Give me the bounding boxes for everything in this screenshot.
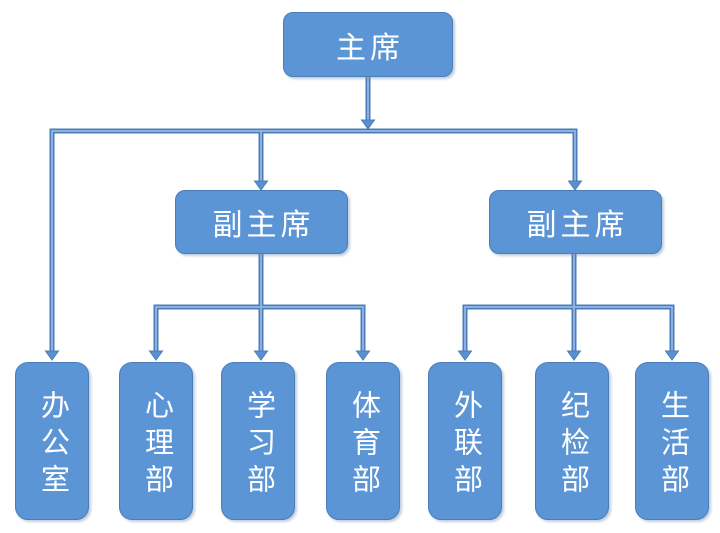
node-dept-sports: 体育部: [326, 362, 400, 520]
node-dept-discipline-inspection-label: 纪检部: [556, 389, 589, 501]
node-dept-life-label: 生活部: [656, 389, 689, 501]
node-dept-study: 学习部: [221, 362, 295, 520]
node-dept-psychology-label: 心理部: [140, 389, 173, 501]
node-dept-life: 生活部: [635, 362, 709, 520]
node-dept-sports-label: 体育部: [347, 389, 380, 501]
node-chairman: 主席: [283, 12, 453, 77]
node-dept-office: 办公室: [15, 362, 89, 520]
node-dept-external-relations-label: 外联部: [449, 389, 482, 501]
node-vice-chairman-left: 副主席: [175, 190, 348, 254]
node-dept-study-label: 学习部: [242, 389, 275, 501]
node-dept-office-label: 办公室: [36, 389, 69, 501]
arrowhead-icons: [44, 119, 680, 361]
node-dept-discipline-inspection: 纪检部: [535, 362, 609, 520]
node-vice-chairman-left-label: 副主席: [212, 209, 315, 242]
node-vice-chairman-right-label: 副主席: [526, 209, 629, 242]
node-chairman-label: 主席: [336, 31, 404, 65]
node-dept-psychology: 心理部: [119, 362, 193, 520]
node-vice-chairman-right: 副主席: [489, 190, 662, 254]
node-dept-external-relations: 外联部: [428, 362, 502, 520]
